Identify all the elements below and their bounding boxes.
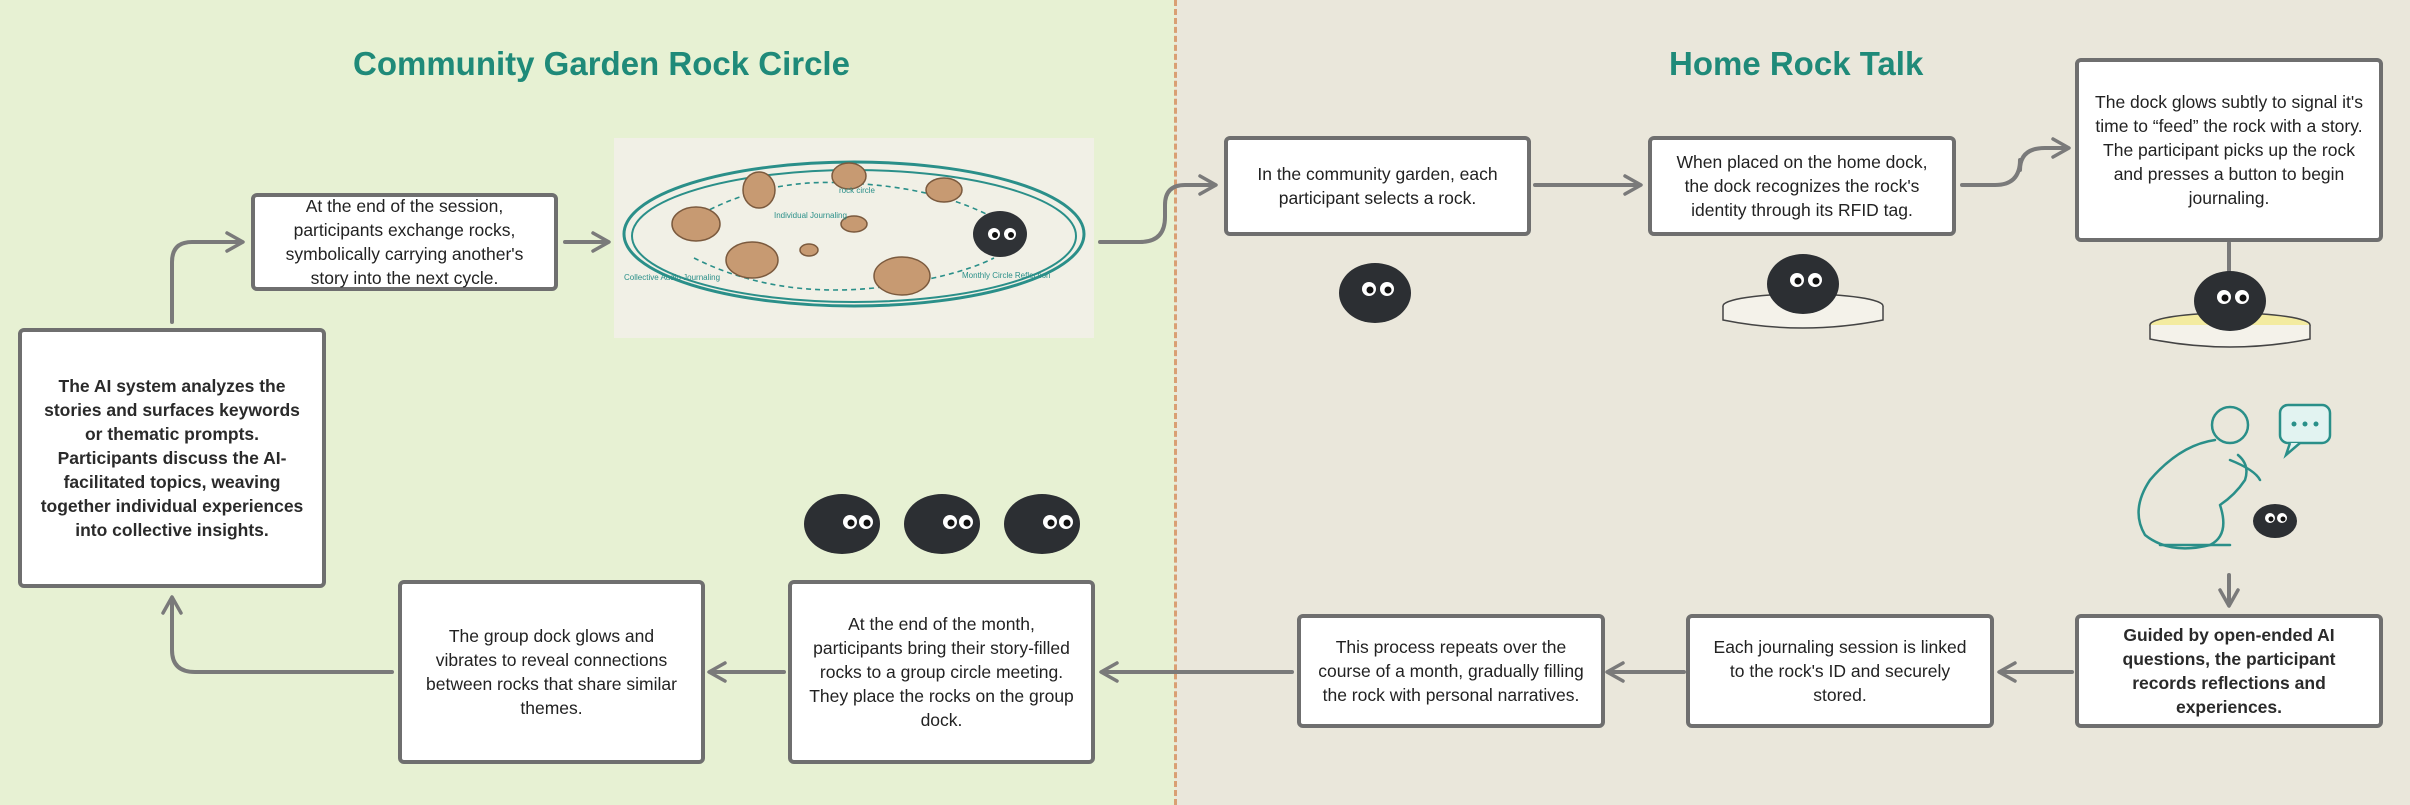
- sand-rock-6: [799, 243, 819, 257]
- label-individual-journaling: Individual Journaling: [774, 211, 847, 220]
- panel-divider: [1174, 0, 1177, 805]
- step-group-dock: The group dock glows and vibrates to rev…: [398, 580, 705, 764]
- step-process-repeats: This process repeats over the course of …: [1297, 614, 1605, 728]
- label-monthly-reflection: Monthly Circle Reflection: [962, 271, 1050, 280]
- rock-on-glowing-dock: [2149, 271, 2311, 348]
- step-month-end: At the end of the month, participants br…: [788, 580, 1095, 764]
- sand-rock-1: [671, 206, 721, 242]
- step-guided-journaling: Guided by open-ended AI questions, the p…: [2075, 614, 2383, 728]
- sand-rock-3: [831, 162, 867, 190]
- sand-rock-4: [925, 177, 963, 203]
- left-panel-title: Community Garden Rock Circle: [353, 45, 850, 82]
- label-collective-journaling: Collective Audio Journaling: [624, 273, 720, 282]
- sand-rock-5: [725, 241, 779, 279]
- dark-rock-in-circle: [973, 211, 1027, 257]
- step-dock-glows: The dock glows subtly to signal it's tim…: [2075, 58, 2383, 242]
- label-rock-circle: rock circle: [839, 186, 876, 195]
- step-exchange-rocks: At the end of the session, participants …: [251, 193, 558, 291]
- step-ai-analysis: The AI system analyzes the stories and s…: [18, 328, 326, 588]
- step-select-rock: In the community garden, each participan…: [1224, 136, 1531, 236]
- rock-on-home-dock: [1722, 254, 1884, 329]
- rock-selected: [1339, 263, 1411, 323]
- three-rocks-group: [804, 494, 1080, 554]
- rock-circle-illustration: rock circle Individual Journaling Collec…: [614, 138, 1094, 338]
- person-journaling-illustration: [2137, 403, 2332, 550]
- sand-rock-7: [840, 215, 868, 233]
- sand-rock-8: [873, 256, 931, 296]
- step-home-dock: When placed on the home dock, the dock r…: [1648, 136, 1956, 236]
- step-linked-stored: Each journaling session is linked to the…: [1686, 614, 1994, 728]
- right-panel-title: Home Rock Talk: [1669, 45, 1924, 82]
- sand-rock-2: [742, 171, 776, 209]
